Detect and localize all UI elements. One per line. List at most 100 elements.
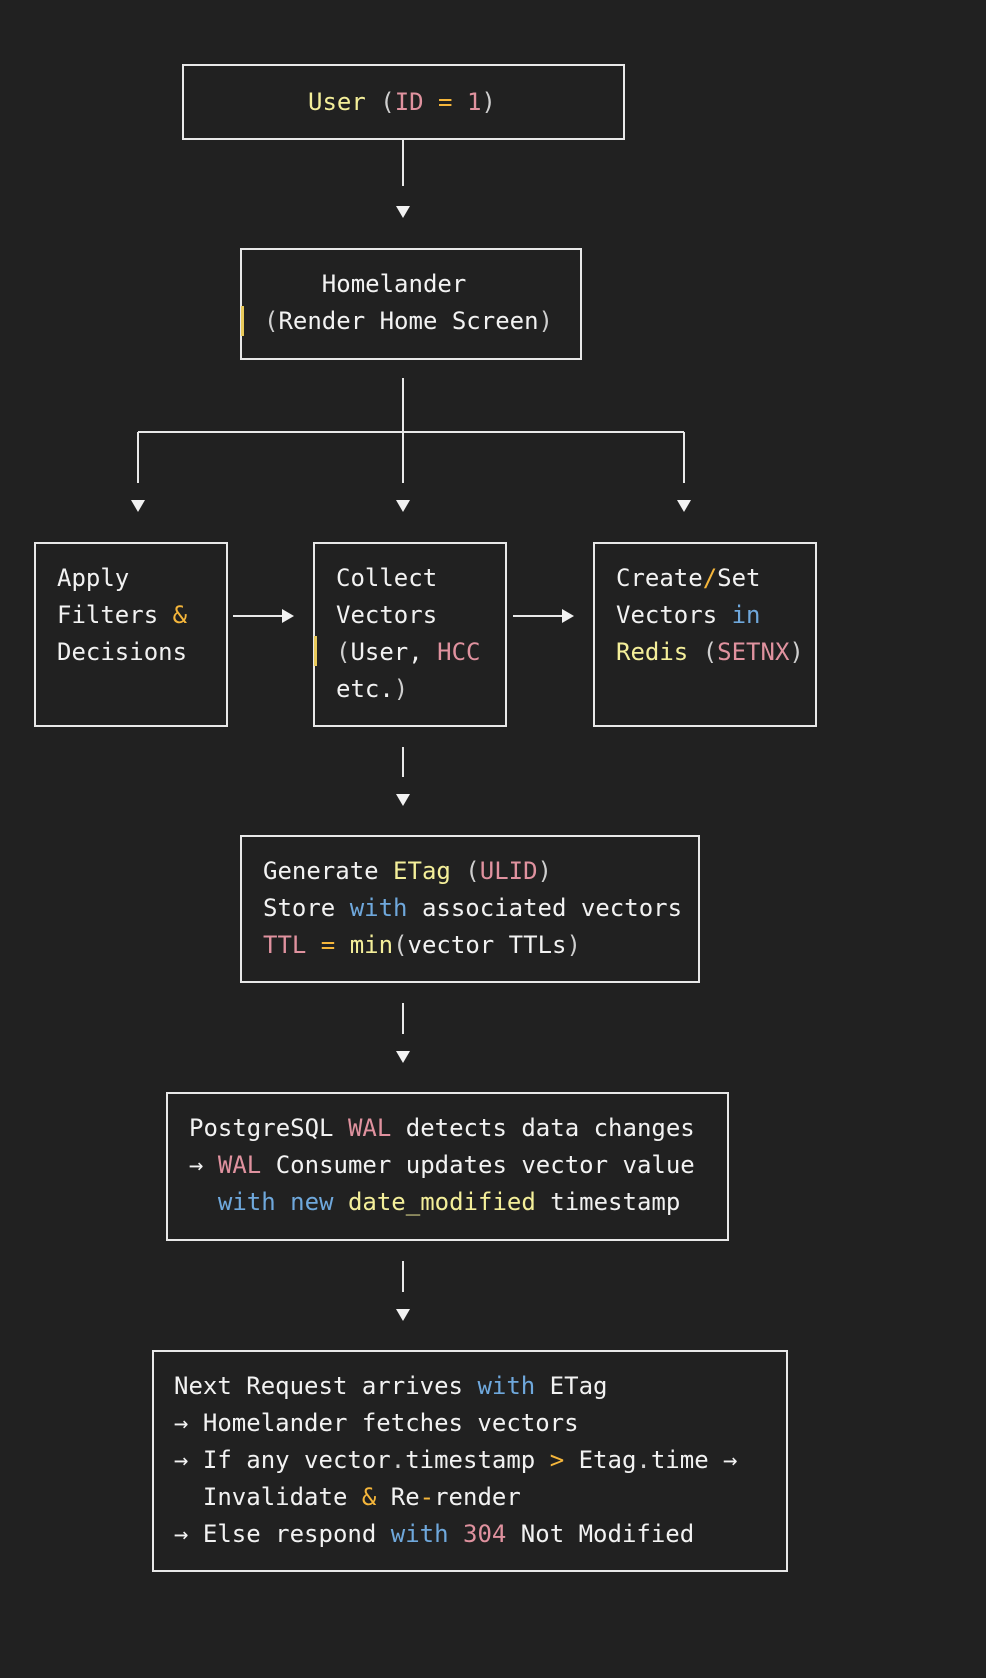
- text-segment: ): [566, 931, 581, 959]
- homelander-node-text: Homelander (Render Home Screen): [264, 266, 553, 340]
- arrowhead-right: [282, 609, 294, 623]
- text-segment: Not Modified: [506, 1520, 695, 1548]
- highlight-marker: [314, 636, 317, 666]
- text-segment: etc.: [336, 675, 394, 703]
- text-segment: [449, 1520, 463, 1548]
- text-segment: User: [308, 88, 366, 116]
- text-segment: Consumer updates vector value: [261, 1151, 695, 1179]
- text-line: Store with associated vectors: [263, 890, 682, 927]
- text-segment: Vectors: [616, 601, 732, 629]
- text-segment: with new: [217, 1188, 334, 1216]
- text-segment: (: [393, 931, 408, 959]
- text-segment: Etag: [564, 1446, 637, 1474]
- text-segment: Store: [263, 894, 350, 922]
- text-segment: → If any vector: [174, 1446, 391, 1474]
- arrowhead-down: [396, 1309, 410, 1321]
- text-segment: (: [380, 88, 395, 116]
- text-segment: ): [481, 88, 496, 116]
- arrowhead-down: [396, 794, 410, 806]
- text-segment: =: [423, 88, 467, 116]
- highlight-marker: [241, 306, 244, 336]
- text-segment: PostgreSQL: [189, 1114, 348, 1142]
- text-line: → WAL Consumer updates vector value: [189, 1147, 695, 1184]
- next-request-node-text: Next Request arrives with ETag → Homeland…: [174, 1368, 738, 1553]
- arrowhead-down: [131, 500, 145, 512]
- text-segment: associated vectors: [407, 894, 683, 922]
- text-segment: ): [789, 638, 804, 666]
- text-segment: Homelander: [264, 270, 467, 298]
- text-segment: >: [549, 1446, 565, 1474]
- wal-consumer-node: PostgreSQL WAL detects data changes→ WAL…: [166, 1092, 729, 1241]
- text-line: → Homelander fetches vectors: [174, 1405, 738, 1442]
- text-line: Collect: [336, 560, 481, 597]
- text-segment: (: [450, 857, 480, 885]
- text-segment: [366, 88, 380, 116]
- generate-etag-node: Generate ETag (ULID)Store with associate…: [240, 835, 700, 983]
- text-line: User (ID = 1): [308, 84, 496, 121]
- text-segment: Apply: [57, 564, 130, 592]
- text-segment: SETNX: [717, 638, 790, 666]
- text-segment: → Homelander fetches vectors: [174, 1409, 579, 1437]
- text-segment: Next Request arrives: [174, 1372, 478, 1400]
- text-segment: WAL: [347, 1114, 392, 1142]
- text-segment: TTL: [263, 931, 307, 959]
- text-segment: ID: [394, 88, 424, 116]
- text-segment: 304: [463, 1520, 507, 1548]
- text-segment: timestamp: [535, 1188, 681, 1216]
- arrowhead-down: [396, 1051, 410, 1063]
- text-line: Vectors in: [616, 597, 804, 634]
- arrowhead-down: [677, 500, 691, 512]
- text-segment: HCC: [437, 638, 481, 666]
- text-segment: render: [434, 1483, 521, 1511]
- arrowhead-right: [562, 609, 574, 623]
- text-line: Next Request arrives with ETag: [174, 1368, 738, 1405]
- text-segment: vector TTLs: [407, 931, 567, 959]
- text-segment: (: [688, 638, 718, 666]
- text-segment: Filters: [57, 601, 173, 629]
- text-segment: ): [393, 675, 409, 703]
- generate-etag-node-text: Generate ETag (ULID)Store with associate…: [263, 853, 682, 964]
- arrowhead-down: [396, 500, 410, 512]
- text-line: Invalidate & Re-render: [174, 1479, 738, 1516]
- text-segment: detects data changes: [391, 1114, 695, 1142]
- text-line: Decisions: [57, 634, 187, 671]
- text-segment: Generate: [263, 857, 394, 885]
- text-segment: ETag: [393, 857, 451, 885]
- text-segment: Redis: [616, 638, 689, 666]
- user-node-text: User (ID = 1): [308, 84, 496, 121]
- text-segment: ): [537, 857, 552, 885]
- text-segment: Create: [616, 564, 703, 592]
- text-segment: (: [264, 307, 279, 335]
- text-segment: .: [636, 1446, 651, 1474]
- text-segment: with: [349, 894, 408, 922]
- text-line: (Render Home Screen): [264, 303, 553, 340]
- text-line: Filters &: [57, 597, 187, 634]
- text-line: Create/Set: [616, 560, 804, 597]
- text-segment: User,: [350, 638, 438, 666]
- text-line: Homelander: [264, 266, 553, 303]
- text-segment: timestamp: [405, 1446, 550, 1474]
- text-segment: Vectors: [336, 601, 438, 629]
- text-line: (User, HCC: [336, 634, 481, 671]
- text-line: Apply: [57, 560, 187, 597]
- text-line: TTL = min(vector TTLs): [263, 927, 682, 964]
- text-segment: Re: [376, 1483, 420, 1511]
- text-line: etc.): [336, 671, 481, 708]
- text-segment: Render Home Screen: [278, 307, 539, 335]
- text-segment: with: [390, 1520, 449, 1548]
- text-segment: &: [361, 1483, 377, 1511]
- text-segment: =: [306, 931, 350, 959]
- text-line: PostgreSQL WAL detects data changes: [189, 1110, 695, 1147]
- text-segment: ETag: [535, 1372, 608, 1400]
- text-segment: &: [172, 601, 188, 629]
- text-segment: Set: [717, 564, 761, 592]
- text-segment: min: [349, 931, 394, 959]
- homelander-node: Homelander (Render Home Screen): [240, 248, 582, 360]
- text-segment: ): [538, 307, 553, 335]
- text-segment: -: [419, 1483, 435, 1511]
